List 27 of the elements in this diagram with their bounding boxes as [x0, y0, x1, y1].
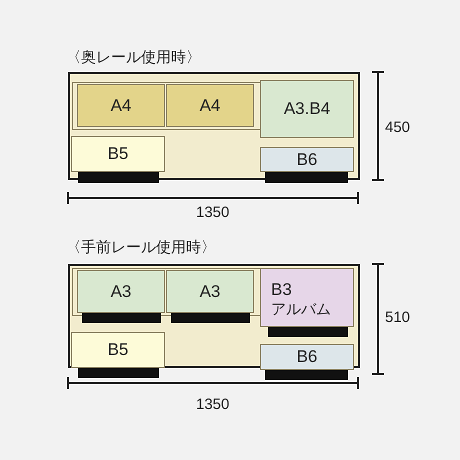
- dimension-label: 450: [385, 119, 410, 136]
- file-box: [166, 270, 254, 313]
- size-label: B5: [108, 144, 128, 164]
- size-label: B3: [271, 278, 292, 300]
- file-box: [77, 84, 165, 127]
- dimension-label: 1350: [196, 204, 230, 221]
- file-box: [71, 332, 165, 368]
- size-label: A3: [200, 282, 220, 302]
- item-label: アルバム: [271, 300, 331, 318]
- file-box: [166, 84, 254, 127]
- dimension-label: 1350: [196, 396, 230, 413]
- file-box: [260, 344, 354, 370]
- size-label: B5: [108, 340, 128, 360]
- size-label: A4: [110, 96, 132, 116]
- file-box: [260, 80, 354, 138]
- section-heading: 〈奥レール使用時〉: [66, 48, 201, 67]
- size-label: A3.B4: [284, 99, 330, 119]
- size-label: A4: [200, 96, 220, 116]
- section-heading: 〈手前レール使用時〉: [66, 238, 216, 257]
- size-label: B6: [296, 150, 318, 170]
- size-label: A3: [110, 282, 132, 302]
- dimension-label: 510: [385, 309, 410, 326]
- size-label: B6: [296, 347, 318, 367]
- file-box: [71, 136, 165, 172]
- file-box: [260, 268, 354, 327]
- file-box: [260, 147, 354, 172]
- file-box: [77, 270, 165, 313]
